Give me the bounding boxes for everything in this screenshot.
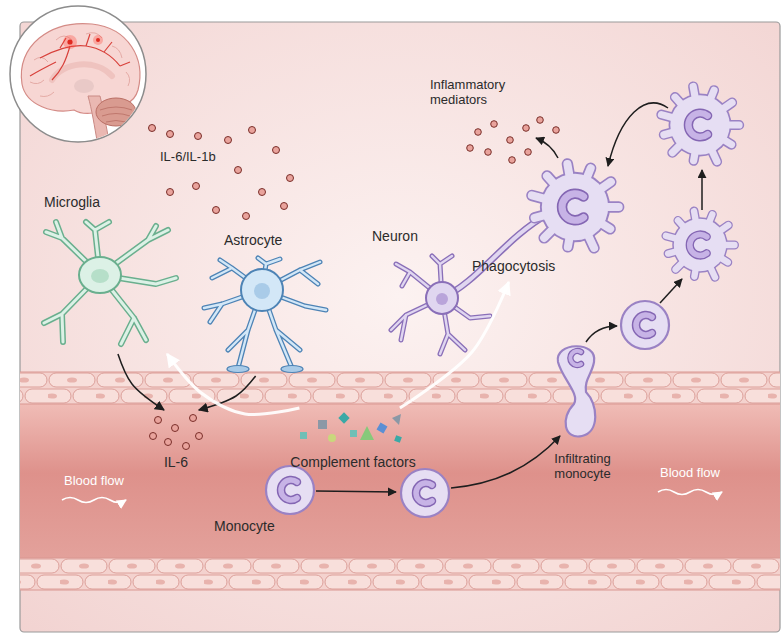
cytokine-label: IL-6/IL-1b [160, 150, 216, 165]
brain-inset [10, 6, 146, 146]
blood-vessel [20, 372, 780, 590]
signal-arrow [400, 282, 509, 408]
phagocyte-cell [532, 164, 619, 248]
flow-label: Blood flow [660, 466, 720, 481]
monocyte-node: Monocyte [208, 464, 318, 538]
mediator-label: Inflammatory mediators [430, 78, 525, 108]
signal-arrow [118, 354, 164, 410]
mediator-dots [467, 117, 560, 164]
microglia-node: Microglia [36, 190, 185, 354]
cell-label: Phagocytosis [472, 258, 555, 274]
complement-molecules [300, 412, 402, 443]
infiltrating-node: Infiltrating monocyte [540, 340, 625, 490]
signal-arrow [167, 354, 299, 415]
cell-label: IL-6 [146, 454, 206, 470]
microglia-cell [44, 222, 176, 344]
infiltrating-monocyte-cell [558, 346, 596, 436]
il6-dots [150, 415, 203, 450]
astrocyte-cell [204, 258, 326, 373]
complement-node: Complement factors [286, 408, 420, 474]
monocyte-cell [266, 466, 314, 514]
flow-arrows [62, 490, 722, 503]
cell-label: Monocyte [214, 518, 275, 534]
phagocyte-node: Phagocytosis [470, 158, 625, 282]
cell-label: Neuron [372, 228, 418, 244]
cell-label: Complement factors [286, 454, 420, 470]
astrocyte-node: Astrocyte [198, 228, 332, 376]
migration-arrows [316, 103, 702, 492]
monocyte-cell [401, 469, 449, 517]
neuron-node: Neuron [366, 224, 500, 362]
macrophage-cell [666, 211, 735, 277]
cell-label: Astrocyte [224, 232, 282, 248]
cell-label: Infiltrating monocyte [540, 452, 625, 482]
macrophage-cell [661, 86, 739, 161]
flow-label: Blood flow [64, 474, 124, 489]
monocyte-cell [621, 301, 669, 349]
cell-label: Microglia [44, 194, 100, 210]
signal-arrow [199, 376, 256, 410]
cytokine-dots [149, 125, 294, 220]
cytokine-node: IL-6 [146, 410, 206, 474]
